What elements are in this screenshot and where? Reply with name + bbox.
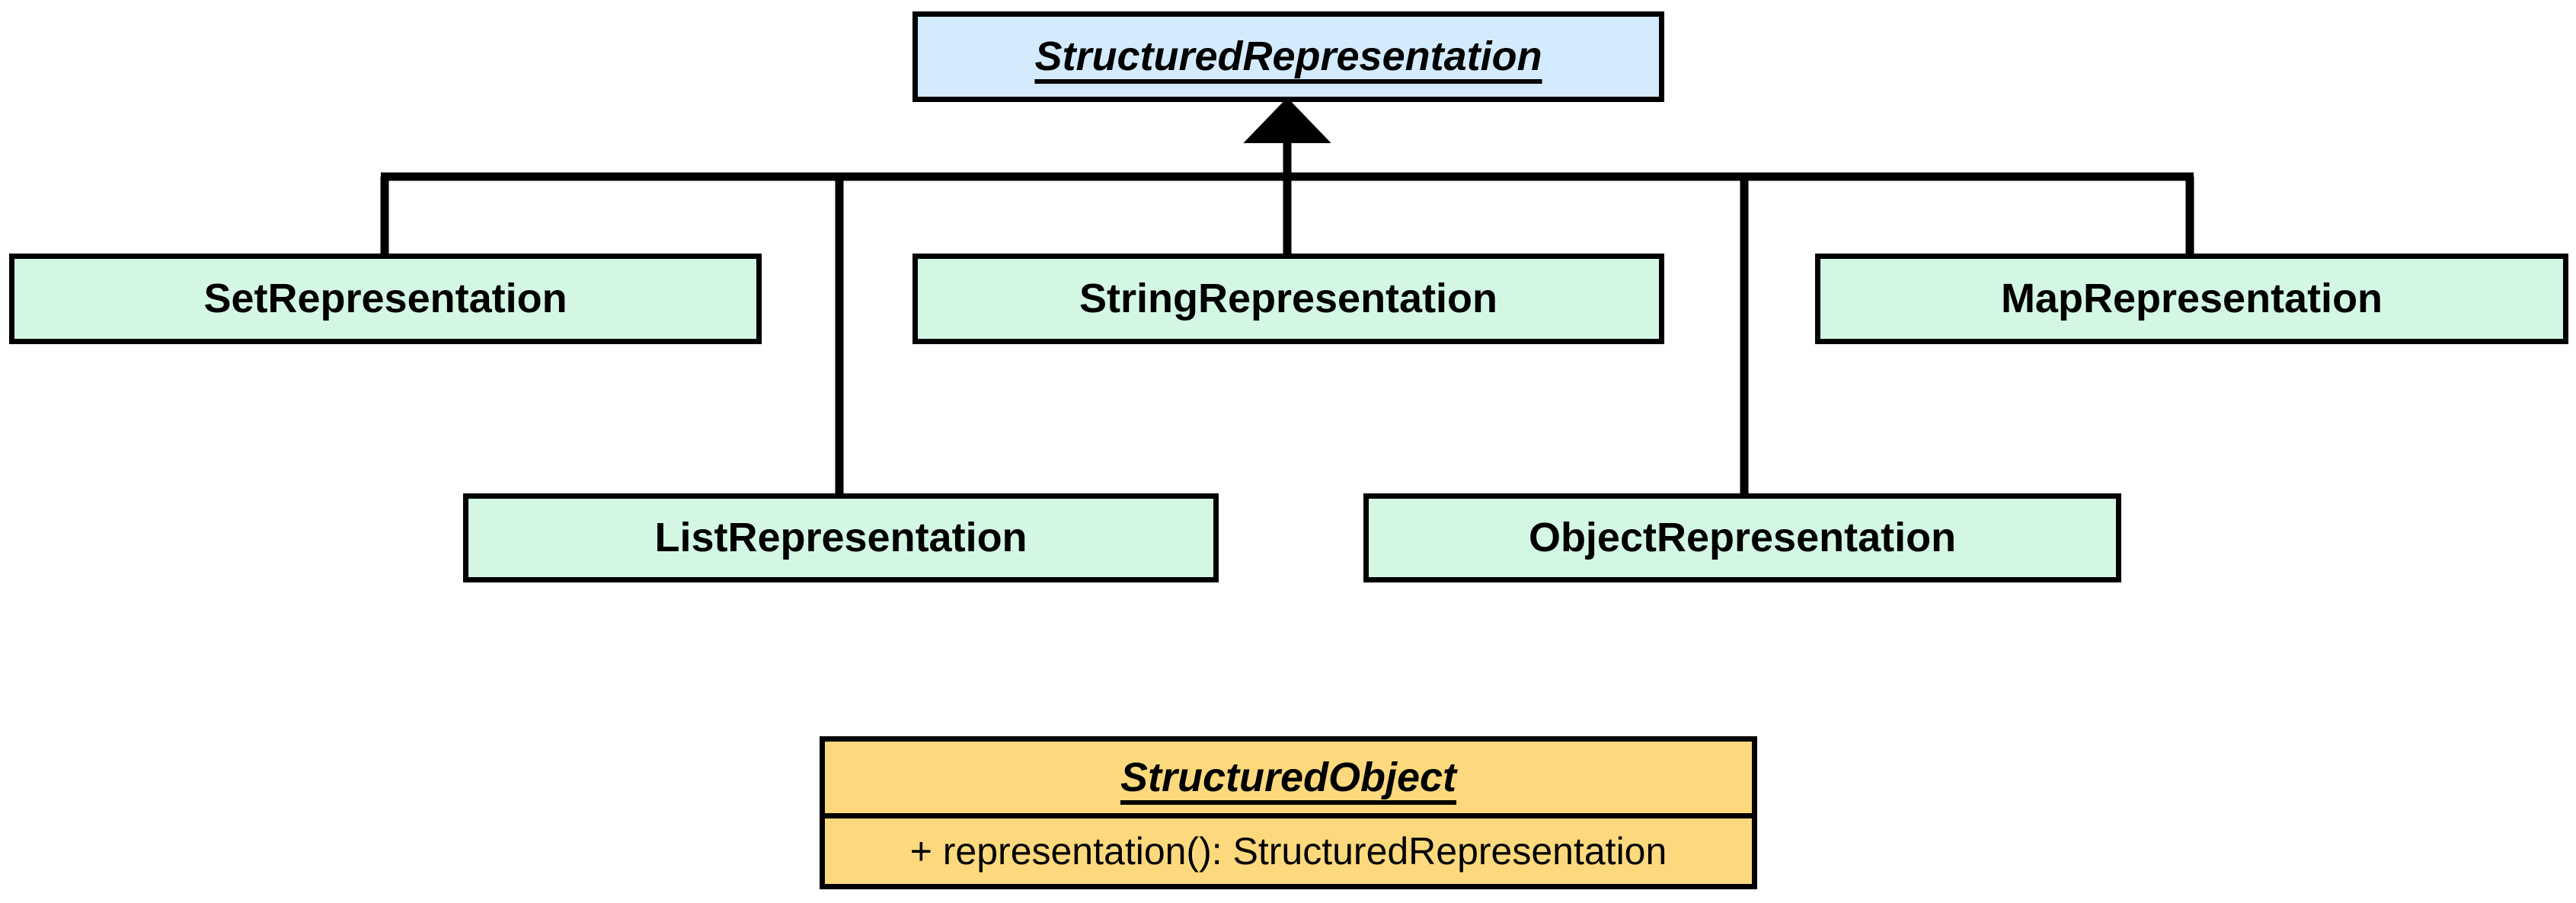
class-name-set-representation: SetRepresentation <box>203 276 567 322</box>
class-box-object-representation[interactable]: ObjectRepresentation <box>1363 493 2121 582</box>
operation-representation: + representation(): StructuredRepresenta… <box>909 829 1667 873</box>
operations-compartment: + representation(): StructuredRepresenta… <box>825 813 1752 884</box>
name-compartment: StructuredRepresentation <box>918 17 1659 97</box>
generalization-arrowhead-icon <box>1243 97 1331 143</box>
name-compartment: StructuredObject <box>825 742 1752 813</box>
class-name-structured-representation: StructuredRepresentation <box>1034 34 1542 80</box>
name-compartment: ListRepresentation <box>468 499 1213 577</box>
class-name-map-representation: MapRepresentation <box>2000 276 2383 322</box>
class-box-set-representation[interactable]: SetRepresentation <box>9 254 762 344</box>
name-compartment: ObjectRepresentation <box>1369 499 2116 577</box>
name-compartment: StringRepresentation <box>918 259 1659 339</box>
class-name-structured-object: StructuredObject <box>1120 754 1457 800</box>
class-name-list-representation: ListRepresentation <box>654 515 1028 561</box>
class-name-string-representation: StringRepresentation <box>1079 276 1498 322</box>
class-name-object-representation: ObjectRepresentation <box>1528 515 1957 561</box>
class-box-map-representation[interactable]: MapRepresentation <box>1815 254 2568 344</box>
class-box-string-representation[interactable]: StringRepresentation <box>912 254 1664 344</box>
class-box-structured-object[interactable]: StructuredObject + representation(): Str… <box>820 736 1757 889</box>
name-compartment: MapRepresentation <box>1820 259 2563 339</box>
class-box-list-representation[interactable]: ListRepresentation <box>463 493 1219 582</box>
class-box-structured-representation[interactable]: StructuredRepresentation <box>912 11 1664 102</box>
name-compartment: SetRepresentation <box>14 259 756 339</box>
